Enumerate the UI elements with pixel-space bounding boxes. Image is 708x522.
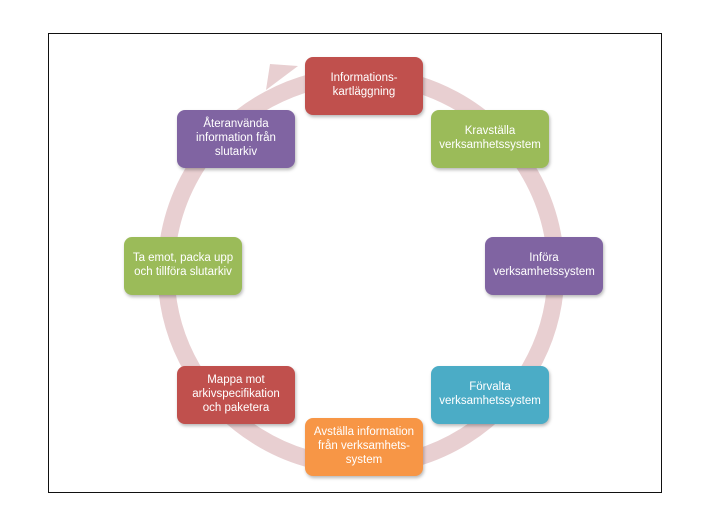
step-kravstalla-verksamhetssystem: Kravställa verksamhetssystem [431, 110, 549, 168]
step-avstalla-information: Avställa information från verksamhets- s… [305, 418, 423, 476]
step-mappa-mot-arkivspecifikation: Mappa mot arkivspecifikation och paketer… [177, 366, 295, 424]
step-informationskartlaggning: Informations- kartläggning [305, 57, 423, 115]
step-forvalta-verksamhetssystem: Förvalta verksamhetssystem [431, 366, 549, 424]
step-infora-verksamhetssystem: Införa verksamhetssystem [485, 237, 603, 295]
step-ateranvanda-information: Återanvända information från slutarkiv [177, 110, 295, 168]
cycle-arrowhead [266, 64, 298, 90]
step-ta-emot-packa-upp: Ta emot, packa upp och tillföra slutarki… [124, 237, 242, 295]
